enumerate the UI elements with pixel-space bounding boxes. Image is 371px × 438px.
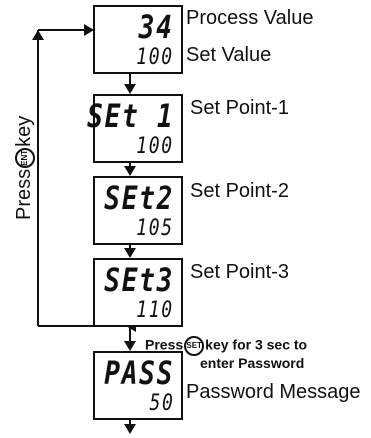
arrowhead-1 (124, 84, 136, 94)
display-bottom-value: 100 (136, 134, 174, 159)
loop-right-arrowhead (84, 24, 94, 36)
label-set-point-3: Set Point-3 (190, 261, 289, 283)
display-password: PASS 50 (93, 351, 183, 420)
note-prefix: Press (145, 336, 184, 353)
display-top-value: SEt3 (104, 261, 174, 299)
loop-up-arrowhead (32, 30, 44, 40)
set-key-icon: SET (184, 336, 205, 356)
label-set-point-1: Set Point-1 (190, 97, 289, 119)
display-bottom-value: 110 (136, 298, 174, 323)
display-set-point-3: SEt3 110 (93, 258, 183, 327)
loop-label-suffix: key (13, 115, 35, 147)
arrowhead-2 (124, 166, 136, 176)
display-bottom-value: 50 (148, 391, 174, 416)
display-top-value: SEt 1 (86, 97, 174, 135)
label-set-value: Set Value (186, 44, 272, 66)
display-set-point-1: SEt 1 100 (87, 94, 183, 163)
label-process-value: Process Value (186, 7, 314, 29)
label-password-message: Password Message (186, 381, 361, 403)
arrowhead-5 (124, 424, 136, 434)
label-set-point-2: Set Point-2 (190, 180, 289, 202)
display-bottom-value: 105 (136, 216, 174, 241)
display-top-value: PASS (104, 354, 174, 392)
ent-key-icon: ENT (14, 147, 35, 168)
password-note-line2: enter Password (200, 355, 305, 371)
display-set-point-2: SEt2 105 (93, 176, 183, 245)
loop-label: PressENTkey (13, 115, 35, 220)
display-bottom-value: 100 (136, 45, 174, 70)
arrowhead-4 (124, 341, 136, 351)
loop-label-prefix: Press (13, 168, 35, 220)
arrowhead-3 (124, 248, 136, 258)
display-process-value: 34 100 (93, 5, 183, 74)
display-top-value: SEt2 (104, 179, 174, 217)
note-line1-suffix: key for 3 sec to (205, 336, 308, 353)
display-top-value: 34 (139, 8, 174, 46)
